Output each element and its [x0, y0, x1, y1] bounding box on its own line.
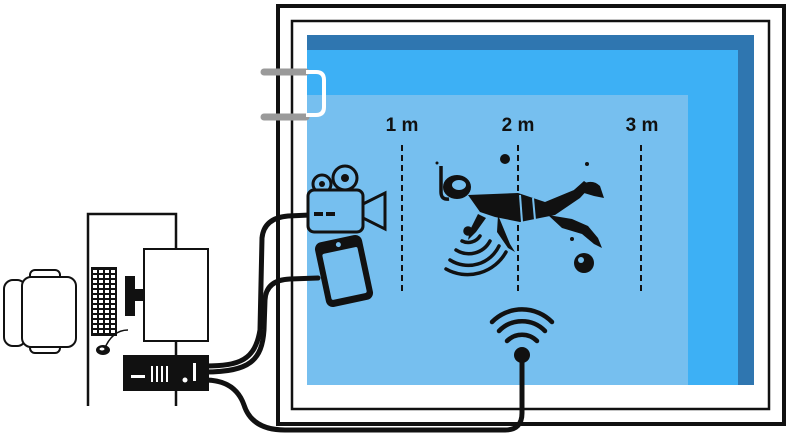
keyboard-key: [93, 290, 97, 293]
tablet-cable: [202, 275, 321, 375]
keyboard-key: [111, 270, 115, 273]
keyboard-key: [105, 280, 109, 283]
keyboard-key: [93, 270, 97, 273]
distance-label-2m: 2 m: [502, 115, 535, 136]
keyboard-key: [111, 330, 115, 333]
desktop-tower-icon: [123, 355, 209, 391]
keyboard-key: [99, 305, 103, 308]
keyboard-key: [99, 320, 103, 323]
keyboard-key: [99, 290, 103, 293]
keyboard-key: [105, 305, 109, 308]
keyboard-key: [93, 305, 97, 308]
monitor-icon: [125, 248, 209, 342]
keyboard-key: [111, 280, 115, 283]
keyboard-key: [111, 325, 115, 328]
keyboard-key: [105, 320, 109, 323]
sonar-wave-icon: [444, 226, 508, 277]
keyboard-key: [105, 300, 109, 303]
keyboard-key: [93, 330, 97, 333]
distance-markers: 1 m 2 m 3 m: [386, 115, 659, 292]
keyboard-key: [105, 275, 109, 278]
bubble: [574, 253, 594, 273]
keyboard-key: [111, 275, 115, 278]
video-camera-icon: [306, 164, 387, 234]
keyboard-key: [111, 285, 115, 288]
keyboard-key: [99, 270, 103, 273]
keyboard-key: [105, 295, 109, 298]
keyboard-key: [99, 325, 103, 328]
mouse-icon: [96, 329, 129, 355]
keyboard-key: [99, 310, 103, 313]
keyboard-key: [99, 330, 103, 333]
keyboard-key: [99, 280, 103, 283]
keyboard-keys: [93, 270, 115, 333]
keyboard-key: [93, 285, 97, 288]
keyboard-key: [111, 320, 115, 323]
keyboard-key: [99, 315, 103, 318]
tablet-icon: [314, 235, 374, 307]
keyboard-key: [111, 290, 115, 293]
camera-cable: [202, 212, 313, 369]
keyboard-key: [93, 325, 97, 328]
distance-label-1m: 1 m: [386, 115, 419, 136]
keyboard-icon: [91, 267, 117, 336]
cables: [202, 212, 525, 433]
keyboard-key: [99, 285, 103, 288]
keyboard-key: [111, 310, 115, 313]
keyboard-key: [105, 285, 109, 288]
keyboard-key: [99, 275, 103, 278]
bubble: [585, 162, 589, 166]
keyboard-key: [111, 300, 115, 303]
keyboard-key: [99, 295, 103, 298]
bubble: [435, 161, 439, 165]
keyboard-key: [105, 330, 109, 333]
keyboard-key: [93, 315, 97, 318]
bubble-highlight: [578, 257, 584, 263]
keyboard-key: [93, 295, 97, 298]
keyboard-key: [105, 270, 109, 273]
keyboard-key: [111, 315, 115, 318]
bubble: [500, 154, 510, 164]
keyboard-key: [93, 300, 97, 303]
keyboard-key: [105, 315, 109, 318]
pool-shallow-zone: [307, 95, 688, 385]
keyboard-key: [105, 290, 109, 293]
keyboard-key: [111, 305, 115, 308]
distance-label-3m: 3 m: [626, 115, 659, 136]
bubble: [570, 237, 574, 241]
keyboard-key: [93, 280, 97, 283]
keyboard-key: [93, 310, 97, 313]
wifi-cable: [202, 349, 525, 433]
keyboard-key: [105, 325, 109, 328]
wifi-router-icon: [489, 307, 555, 363]
keyboard-key: [99, 300, 103, 303]
keyboard-key: [111, 295, 115, 298]
keyboard-key: [93, 275, 97, 278]
keyboard-key: [93, 320, 97, 323]
office-chair-icon: [3, 269, 77, 354]
bubbles: [435, 154, 594, 273]
snorkel-swimmer-icon: [439, 166, 604, 252]
keyboard-key: [105, 310, 109, 313]
pool-ladder-icon: [260, 68, 326, 121]
